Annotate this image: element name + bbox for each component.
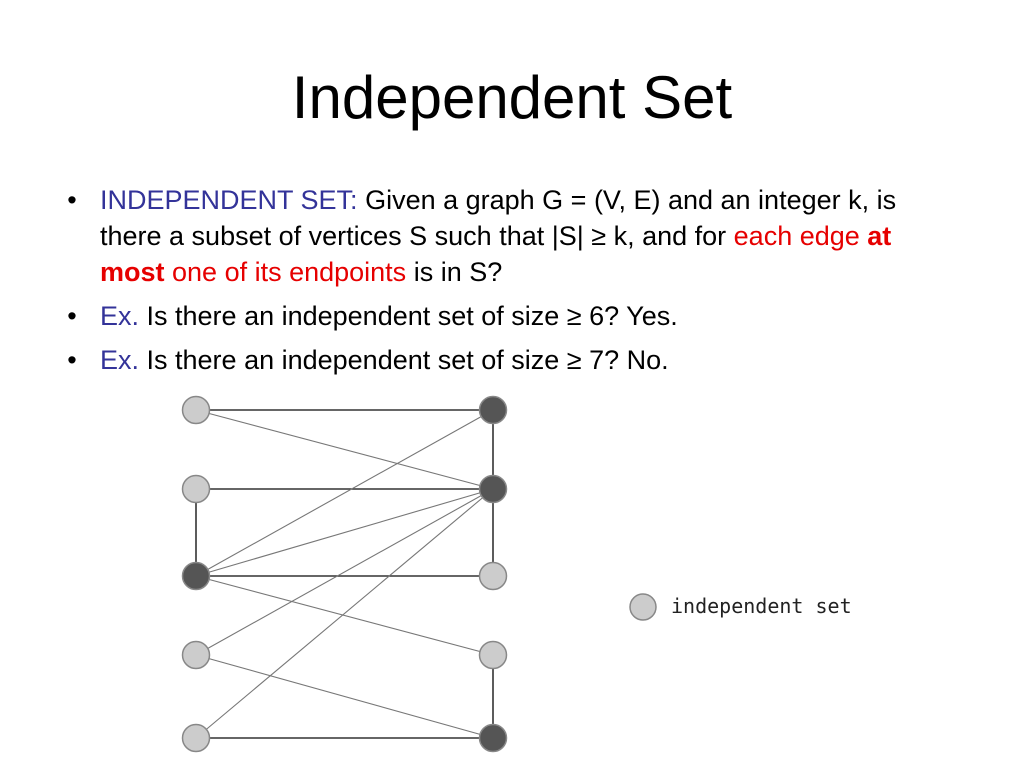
bullet-example-1: • Ex. Is there an independent set of size… — [62, 298, 962, 334]
definition-emphasis-bold: at most — [100, 221, 892, 287]
independent-node-L4 — [181, 640, 211, 670]
graph-edge-L5-R2 — [195, 488, 494, 739]
bullet-list: • INDEPENDENT SET: Given a graph G = (V, … — [62, 182, 962, 386]
independent-node-R3 — [478, 561, 508, 591]
definition-term: INDEPENDENT SET: — [100, 185, 358, 215]
independent-node-L1 — [181, 395, 211, 425]
independent-node-R4 — [478, 640, 508, 670]
graph-edge-L3-R2 — [195, 488, 494, 577]
example-1-lead: Ex. — [100, 301, 140, 331]
graph-edge-L3-R4 — [195, 575, 494, 656]
graph-edge-L4-R2 — [195, 488, 494, 656]
graph-edge-L3-R1 — [195, 409, 494, 577]
graph-edges — [195, 409, 494, 739]
bullet-dot: • — [67, 301, 77, 331]
bullet-definition: • INDEPENDENT SET: Given a graph G = (V, … — [62, 182, 962, 290]
graph-node-R2 — [478, 474, 508, 504]
definition-emphasis-2: one of its endpoints — [164, 257, 407, 287]
bullet-example-2: • Ex. Is there an independent set of size… — [62, 342, 962, 378]
bullet-dot: • — [67, 345, 77, 375]
graph-node-R1 — [478, 395, 508, 425]
graph-edge-L1-R2 — [195, 409, 494, 490]
definition-text-2: is in S? — [406, 257, 503, 287]
example-1-text: Is there an independent set of size ≥ 6?… — [139, 301, 678, 331]
graph-node-R5 — [478, 723, 508, 753]
graph-node-L3 — [181, 561, 211, 591]
bullet-dot: • — [67, 185, 77, 215]
legend-node-icon — [629, 593, 657, 621]
slide-title: Independent Set — [291, 64, 733, 131]
example-2-lead: Ex. — [100, 345, 140, 375]
example-2-text: Is there an independent set of size ≥ 7?… — [139, 345, 669, 375]
legend-label: independent set — [671, 594, 852, 618]
graph-edge-L4-R5 — [195, 654, 494, 739]
definition-text-1: Given a graph G = (V, E) and an integer … — [100, 185, 897, 251]
independent-node-L2 — [181, 474, 211, 504]
graph-nodes — [181, 395, 508, 753]
definition-emphasis-1: each edge — [733, 221, 868, 251]
legend: independent set — [629, 593, 852, 621]
independent-node-L5 — [181, 723, 211, 753]
